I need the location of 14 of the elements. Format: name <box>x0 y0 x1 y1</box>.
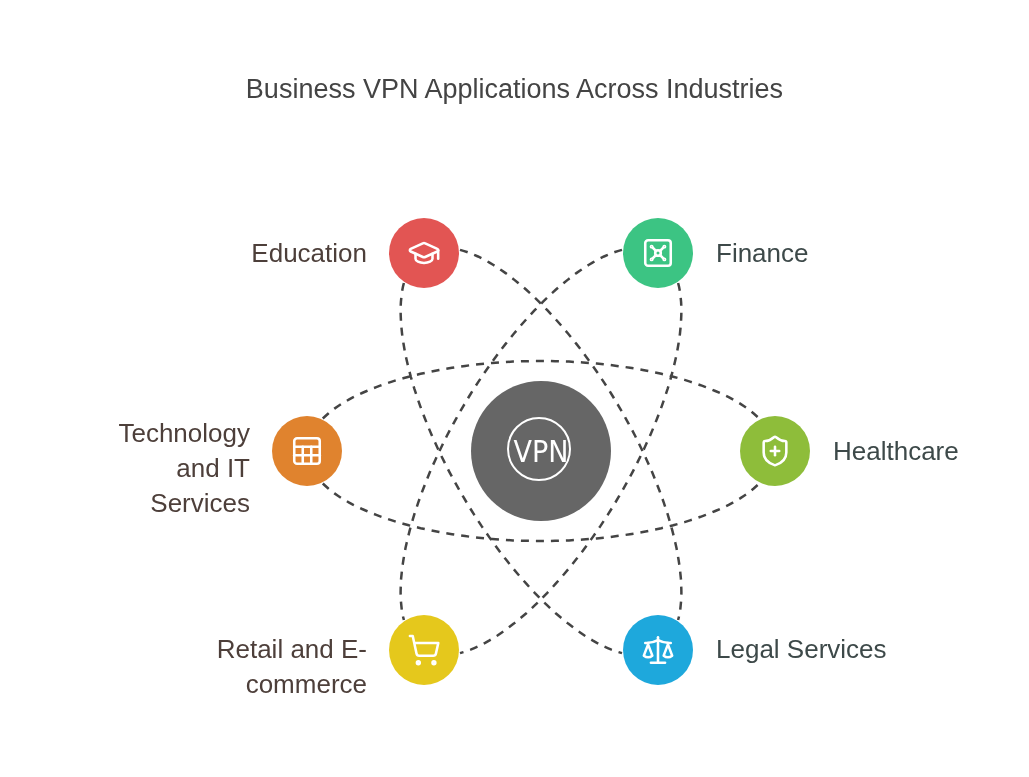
industry-label: Legal Services <box>716 633 888 666</box>
industry-label: Finance <box>716 237 810 270</box>
industry-label: Retail and E-commerce <box>215 633 367 701</box>
industry-label: Education <box>250 237 367 270</box>
industry-label: Technology and IT Services <box>117 417 250 520</box>
dashed-orbit-line <box>399 248 623 621</box>
industry-label: Healthcare <box>833 435 960 468</box>
dashed-orbit-line <box>321 482 761 543</box>
dashed-orbit-line <box>459 282 683 655</box>
dashed-orbit-line <box>321 359 761 420</box>
hub-label: VPN <box>513 433 569 469</box>
dashed-orbit-line <box>399 282 623 655</box>
diagram-title: Business VPN Applications Across Industries <box>244 74 785 105</box>
dashed-orbit-line <box>459 248 683 621</box>
